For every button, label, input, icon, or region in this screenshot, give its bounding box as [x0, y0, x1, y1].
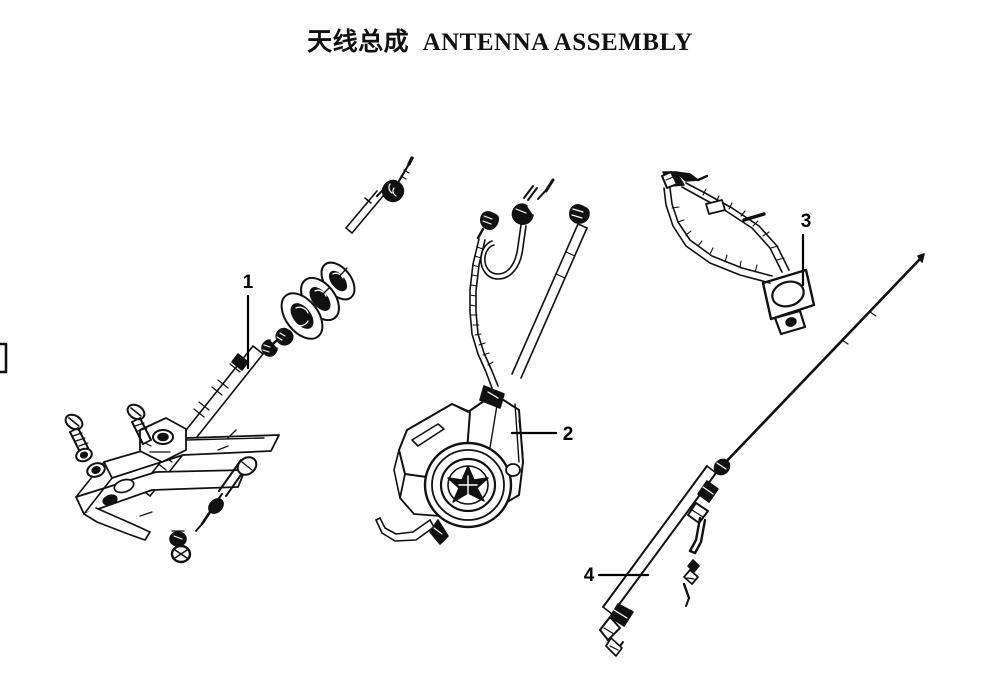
callout-number-1: 1 — [243, 272, 254, 293]
part-bracket-clamp — [139, 417, 187, 463]
part-harness-connectors — [476, 178, 590, 240]
part-harness-hook-loop — [480, 224, 527, 280]
part-mast-tip — [397, 156, 414, 183]
part-relay-body — [761, 268, 816, 336]
part-mast-main-tube — [174, 345, 264, 453]
callout-number-4: 4 — [584, 565, 595, 586]
part-cable-branch-stub — [688, 516, 707, 555]
callout-numbers: 1 2 3 4 — [243, 211, 812, 586]
part-motor-drain-hose — [375, 517, 449, 545]
part-motor-cable-entry — [479, 385, 505, 409]
part-loose-connector — [682, 559, 700, 607]
callout-number-2: 2 — [563, 424, 574, 445]
part-screw-left — [64, 413, 91, 457]
part-antenna-mast-assembly — [64, 156, 414, 564]
part-washers-nuts — [75, 447, 106, 478]
part-motor-antenna-tube — [511, 223, 588, 379]
part-mast-segment-upper — [345, 190, 384, 234]
part-mast-fitting — [261, 339, 278, 357]
part-washer-stack — [280, 261, 356, 340]
part-relay-inline-clip — [705, 199, 766, 222]
part-cable-mast-body — [602, 465, 719, 615]
part-bracket-spur — [185, 429, 265, 441]
part-mast-lower-collar — [275, 327, 294, 346]
callout-leaders — [246, 233, 805, 577]
part-long-feed-cable — [720, 253, 925, 468]
part-antenna-cable-assembly — [599, 253, 925, 657]
part-motor-drum — [423, 441, 521, 529]
part-mast-lead-cable — [195, 456, 258, 532]
part-cable-base-fitting — [599, 603, 634, 657]
part-antenna-relay-unit — [661, 171, 816, 336]
part-screw-right — [126, 403, 152, 445]
callout-number-3: 3 — [801, 211, 812, 232]
part-mast-upper-collar — [376, 179, 405, 203]
part-lower-hardware — [169, 530, 192, 564]
part-braided-cable — [469, 238, 499, 389]
part-antenna-motor-assembly — [375, 178, 590, 545]
part-relay-leads — [663, 182, 790, 284]
part-relay-terminal-lower — [661, 171, 678, 189]
left-edge-bracket-clip — [0, 342, 8, 374]
